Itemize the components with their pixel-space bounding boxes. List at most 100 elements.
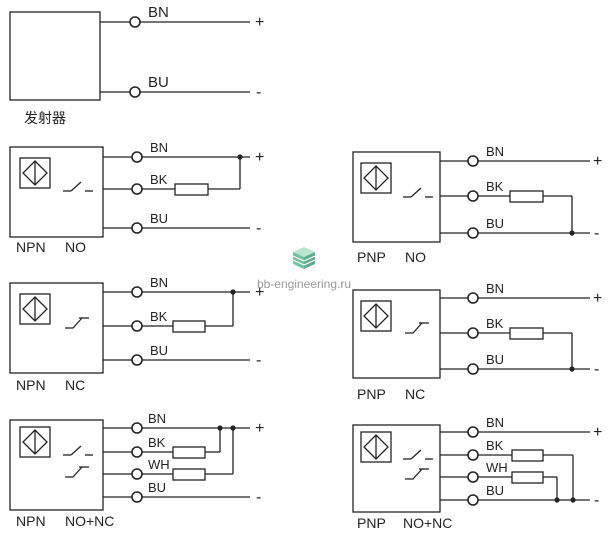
panel-output-label: NO+NC bbox=[65, 513, 114, 529]
terminal-bu bbox=[467, 227, 479, 239]
negative-sign: - bbox=[256, 489, 261, 506]
terminal-bk bbox=[467, 327, 479, 339]
stacked-cube-logo-icon bbox=[292, 247, 316, 269]
emitter-panel: BN + BU - 发射器 bbox=[9, 4, 264, 126]
panel-output-label: NO+NC bbox=[403, 515, 452, 531]
junction-dot bbox=[570, 497, 576, 503]
terminal-bn bbox=[467, 155, 479, 167]
wire-label-bk: BK bbox=[486, 179, 504, 194]
positive-sign: + bbox=[255, 420, 264, 437]
terminal-bu bbox=[131, 222, 143, 234]
emitter-body bbox=[9, 11, 101, 101]
pnp-nc-panel: BN + BK BU - PNP NC bbox=[352, 281, 602, 402]
proximity-sensor-icon bbox=[19, 157, 51, 189]
negative-sign: - bbox=[594, 361, 599, 378]
panel-type-label: PNP bbox=[357, 515, 386, 531]
terminal-wh bbox=[131, 468, 143, 480]
junction-dot bbox=[569, 366, 575, 372]
wire-label-bk: BK bbox=[148, 435, 166, 450]
wire-label-bu: BU bbox=[150, 343, 168, 358]
wire-label-wh: WH bbox=[486, 460, 508, 475]
load-resistor bbox=[174, 183, 209, 196]
wire-label-bu: BU bbox=[148, 480, 166, 495]
positive-sign: + bbox=[255, 284, 264, 301]
load-resistor bbox=[172, 446, 206, 459]
terminal-bn bbox=[131, 422, 143, 434]
wire-label-bu: BU bbox=[150, 211, 168, 226]
junction-dot bbox=[569, 230, 575, 236]
npn-no-nc-panel: BN + BK WH BU - NPN NO+NC bbox=[9, 411, 264, 529]
panel-type-label: PNP bbox=[357, 249, 386, 265]
wire-label-bn: BN bbox=[148, 4, 169, 21]
proximity-sensor-icon bbox=[19, 293, 51, 325]
panel-output-label: NC bbox=[405, 386, 425, 402]
positive-sign: + bbox=[255, 14, 264, 31]
proximity-sensor-icon bbox=[360, 300, 392, 332]
negative-sign: - bbox=[256, 220, 261, 237]
negative-sign: - bbox=[256, 84, 261, 101]
terminal-bu bbox=[131, 354, 143, 366]
wire-label-bu: BU bbox=[486, 352, 504, 367]
terminal-bn bbox=[467, 426, 479, 438]
load-resistor bbox=[172, 468, 206, 481]
terminal-bk bbox=[467, 449, 479, 461]
proximity-sensor-icon bbox=[360, 431, 392, 463]
pnp-no-nc-panel: BN + BK WH BU - PNP NO+NC bbox=[352, 415, 602, 531]
wire-label-bu: BU bbox=[486, 483, 504, 498]
wire-label-bu: BU bbox=[486, 216, 504, 231]
emitter-label: 发射器 bbox=[24, 110, 66, 126]
load-resistor bbox=[511, 471, 544, 484]
wire-label-bn: BN bbox=[148, 411, 166, 426]
terminal-bk bbox=[131, 183, 143, 195]
wire-label-bn: BN bbox=[150, 275, 168, 290]
terminal-bn bbox=[467, 292, 479, 304]
terminal-wh bbox=[467, 471, 479, 483]
terminal-bn bbox=[129, 16, 141, 28]
terminal-bn bbox=[131, 151, 143, 163]
panel-type-label: NPN bbox=[16, 239, 46, 255]
positive-sign: + bbox=[255, 149, 264, 166]
proximity-sensor-icon bbox=[360, 162, 392, 194]
positive-sign: + bbox=[593, 290, 602, 307]
terminal-bk bbox=[467, 190, 479, 202]
wire-label-bn: BN bbox=[486, 415, 504, 430]
npn-nc-panel: BN + BK BU - NPN NC bbox=[9, 275, 264, 393]
pnp-no-panel: BN + BK BU - PNP NO bbox=[352, 144, 602, 265]
panel-output-label: NO bbox=[65, 239, 86, 255]
positive-sign: + bbox=[593, 424, 602, 441]
panel-type-label: NPN bbox=[16, 513, 46, 529]
wire-label-wh: WH bbox=[148, 457, 170, 472]
negative-sign: - bbox=[594, 492, 599, 509]
positive-sign: + bbox=[593, 153, 602, 170]
terminal-bu bbox=[467, 363, 479, 375]
panel-type-label: NPN bbox=[16, 377, 46, 393]
negative-sign: - bbox=[256, 352, 261, 369]
wire-label-bk: BK bbox=[150, 309, 168, 324]
wire-label-bk: BK bbox=[150, 172, 168, 187]
load-resistor bbox=[509, 327, 544, 340]
watermark: bb-engineering.ru bbox=[257, 247, 351, 291]
terminal-bu bbox=[131, 491, 143, 503]
proximity-sensor-icon bbox=[19, 426, 51, 458]
terminal-bu bbox=[129, 86, 141, 98]
panel-type-label: PNP bbox=[357, 386, 386, 402]
wire-label-bn: BN bbox=[486, 281, 504, 296]
junction-dot bbox=[554, 497, 560, 503]
npn-no-panel: BN + BK BU - NPN NO bbox=[9, 140, 264, 255]
wire-label-bu: BU bbox=[148, 74, 169, 91]
terminal-bu bbox=[467, 494, 479, 506]
load-resistor bbox=[511, 449, 544, 462]
wire-label-bn: BN bbox=[150, 140, 168, 155]
terminal-bk bbox=[131, 320, 143, 332]
load-resistor bbox=[509, 190, 544, 203]
wire-label-bk: BK bbox=[486, 316, 504, 331]
panel-output-label: NO bbox=[405, 249, 426, 265]
terminal-bn bbox=[131, 286, 143, 298]
panel-output-label: NC bbox=[65, 377, 85, 393]
watermark-text: bb-engineering.ru bbox=[257, 277, 351, 291]
wire-label-bn: BN bbox=[486, 144, 504, 159]
load-resistor bbox=[172, 320, 206, 333]
terminal-bk bbox=[131, 446, 143, 458]
wire-label-bk: BK bbox=[486, 438, 504, 453]
